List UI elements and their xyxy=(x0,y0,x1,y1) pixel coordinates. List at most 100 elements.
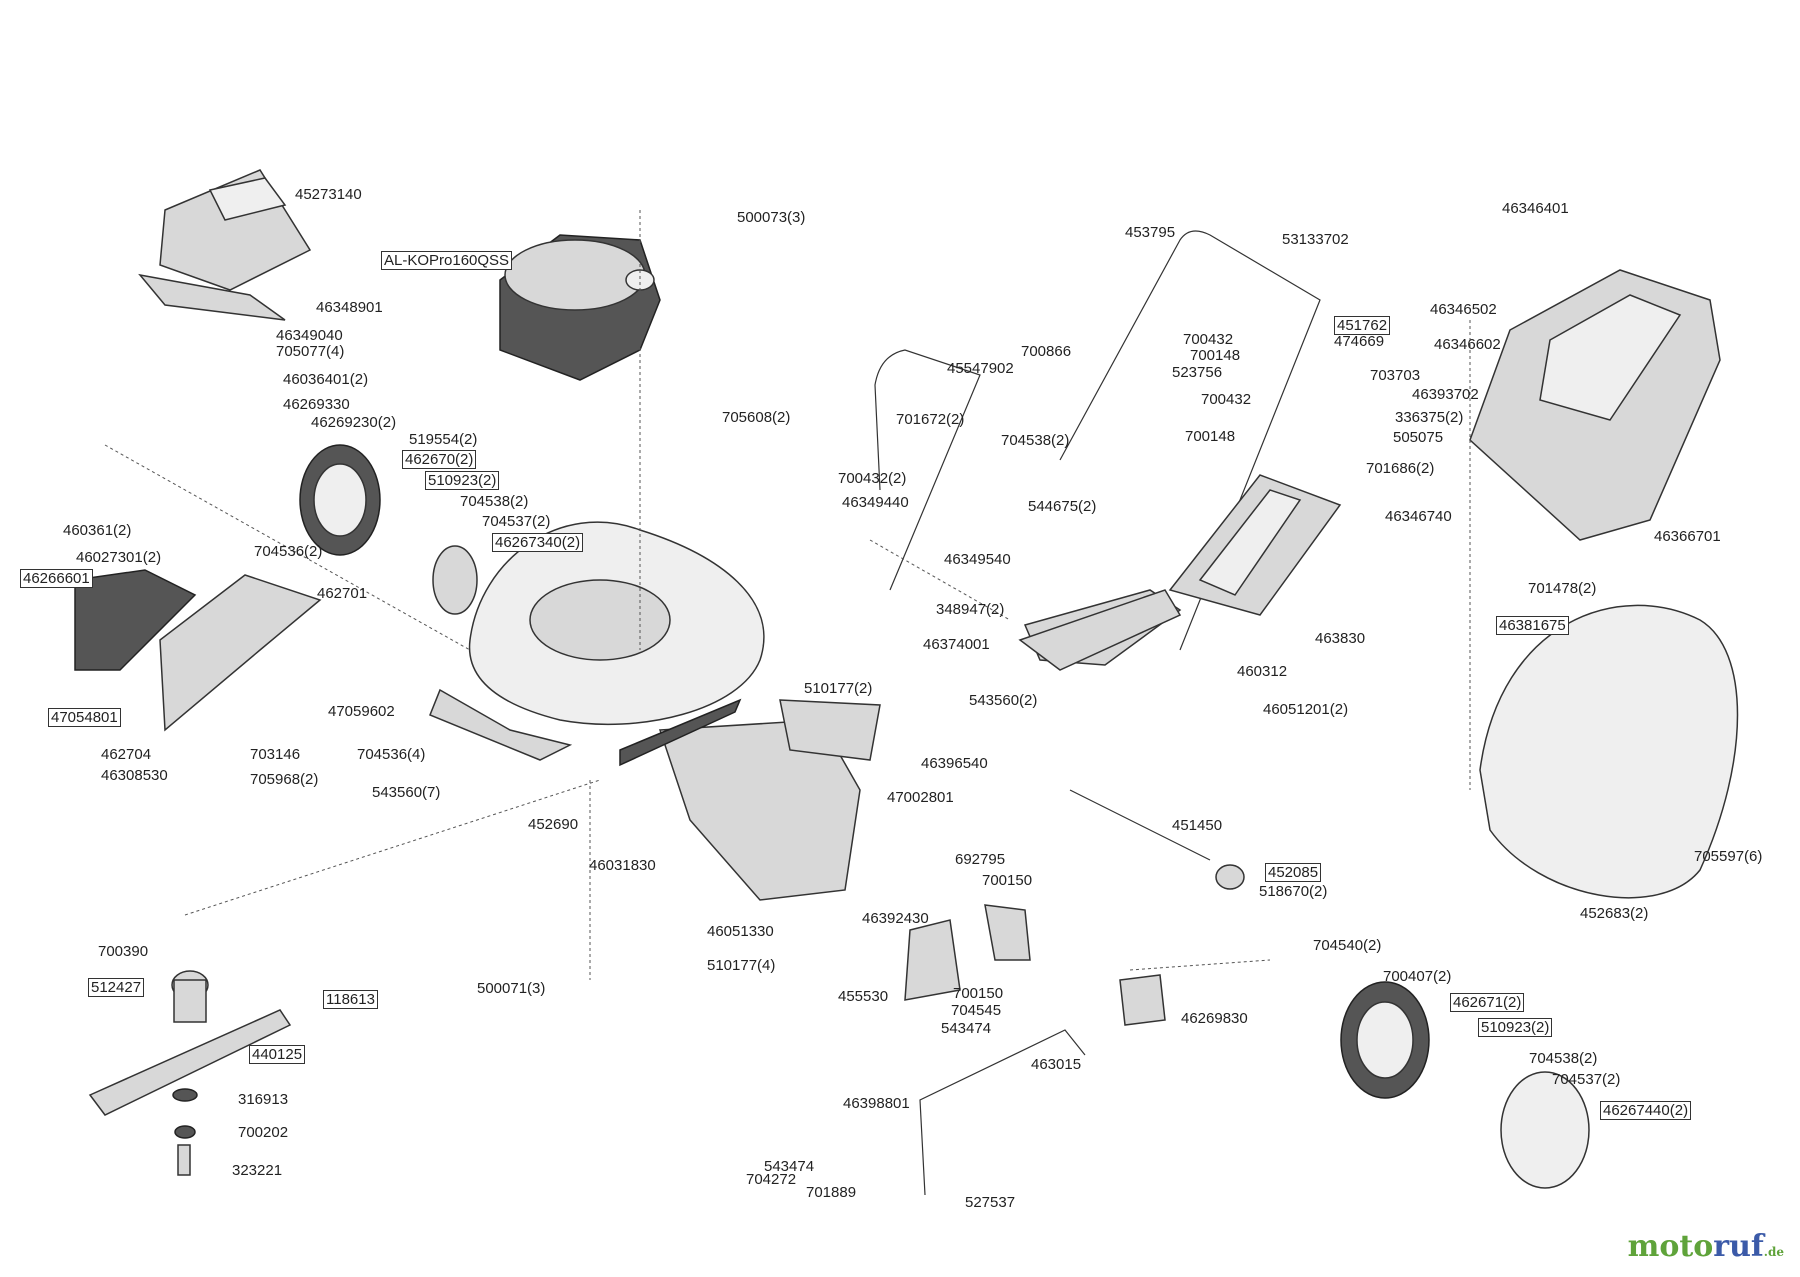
part-label: 46036401(2) xyxy=(283,371,369,388)
part-label: 692795 xyxy=(955,851,1006,868)
part-label: 46393702 xyxy=(1412,386,1479,403)
part-label: 527537 xyxy=(965,1194,1016,1211)
part-label: 47054801 xyxy=(48,708,121,727)
part-label: 703703 xyxy=(1370,367,1421,384)
part-label: 46031830 xyxy=(589,857,656,874)
part-label: 46396540 xyxy=(921,755,988,772)
upper-handle xyxy=(874,230,1321,651)
part-label: 462701 xyxy=(317,585,368,602)
part-label: 701889 xyxy=(806,1184,857,1201)
part-label: 543560(7) xyxy=(372,784,441,801)
part-label: AL-KOPro160QSS xyxy=(381,251,513,270)
part-label: 53133702 xyxy=(1282,231,1349,248)
part-label: 46266601 xyxy=(20,569,93,588)
rear-left-wheel xyxy=(299,444,478,615)
blade-assembly xyxy=(88,970,292,1176)
brand-logo-part-a: moto xyxy=(1627,1229,1714,1264)
part-label: 453795 xyxy=(1125,224,1176,241)
part-label: 46349440 xyxy=(842,494,909,511)
part-label: 700148 xyxy=(1185,428,1236,445)
part-label: 462671(2) xyxy=(1450,993,1525,1012)
grassbox-lid xyxy=(1168,474,1342,616)
part-label: 46346401 xyxy=(1502,200,1569,217)
part-label: 118613 xyxy=(323,990,378,1009)
part-label: 348947(2) xyxy=(936,601,1005,618)
part-label: 512427 xyxy=(88,978,145,997)
part-label: 700866 xyxy=(1021,343,1072,360)
part-label: 701672(2) xyxy=(896,411,965,428)
part-label: 704536(4) xyxy=(357,746,426,763)
part-label: 505075 xyxy=(1393,429,1444,446)
part-label: 510923(2) xyxy=(425,471,500,490)
part-label: 46269230(2) xyxy=(311,414,397,431)
part-label: 46392430 xyxy=(862,910,929,927)
part-label: 46346602 xyxy=(1434,336,1501,353)
engine xyxy=(499,234,661,381)
part-label: 46349040 xyxy=(276,327,343,344)
part-label: 510177(4) xyxy=(707,957,776,974)
part-label: 519554(2) xyxy=(409,431,478,448)
part-label: 705608(2) xyxy=(722,409,791,426)
part-label: 452683(2) xyxy=(1580,905,1649,922)
part-label: 316913 xyxy=(238,1091,289,1108)
part-label: 474669 xyxy=(1334,333,1385,350)
part-label: 323221 xyxy=(232,1162,283,1179)
part-label: 462704 xyxy=(101,746,152,763)
part-label: 523756 xyxy=(1172,364,1223,381)
grassbox xyxy=(1469,269,1739,899)
part-label: 46308530 xyxy=(101,767,168,784)
part-label: 440125 xyxy=(249,1045,306,1064)
part-label: 510923(2) xyxy=(1478,1018,1553,1037)
part-label: 46381675 xyxy=(1496,616,1569,635)
part-label: 703146 xyxy=(250,746,301,763)
part-label: 500073(3) xyxy=(737,209,806,226)
part-label: 701478(2) xyxy=(1528,580,1597,597)
part-label: 704538(2) xyxy=(1529,1050,1598,1067)
part-label: 46027301(2) xyxy=(76,549,162,566)
part-label: 462670(2) xyxy=(402,450,477,469)
part-label: 46267440(2) xyxy=(1600,1101,1692,1120)
part-label: 543560(2) xyxy=(969,692,1038,709)
part-label: 704536(2) xyxy=(254,543,323,560)
part-label: 704537(2) xyxy=(1552,1071,1621,1088)
baffle xyxy=(619,698,881,901)
part-label: 700150 xyxy=(982,872,1033,889)
part-label: 46366701 xyxy=(1654,528,1721,545)
front-right-wheel xyxy=(1340,981,1590,1189)
part-label: 47002801 xyxy=(887,789,954,806)
part-label: 705968(2) xyxy=(250,771,319,788)
part-label: 704272 xyxy=(746,1171,797,1188)
part-label: 46269830 xyxy=(1181,1010,1248,1027)
part-label: 46267340(2) xyxy=(492,533,584,552)
part-label: 700148 xyxy=(1190,347,1241,364)
part-label: 47059602 xyxy=(328,703,395,720)
part-label: 704538(2) xyxy=(460,493,529,510)
part-label: 460312 xyxy=(1237,663,1288,680)
part-label: 463830 xyxy=(1315,630,1366,647)
part-label: 46051201(2) xyxy=(1263,701,1349,718)
part-label: 700407(2) xyxy=(1383,968,1452,985)
part-label: 46398801 xyxy=(843,1095,910,1112)
part-label: 705077(4) xyxy=(276,343,345,360)
part-label: 704537(2) xyxy=(482,513,551,530)
part-label: 46346502 xyxy=(1430,301,1497,318)
part-label: 500071(3) xyxy=(477,980,546,997)
brand-logo-part-c: .de xyxy=(1763,1245,1784,1259)
part-label: 451450 xyxy=(1172,817,1223,834)
part-label: 455530 xyxy=(838,988,889,1005)
part-label: 700390 xyxy=(98,943,149,960)
brand-watermark: motoruf.de xyxy=(1628,1229,1784,1264)
part-label: 45547902 xyxy=(947,360,1014,377)
brand-logo-part-b: ruf xyxy=(1713,1229,1764,1264)
part-label: 46374001 xyxy=(923,636,990,653)
part-label: 46349540 xyxy=(944,551,1011,568)
part-label: 704545 xyxy=(951,1002,1002,1019)
part-label: 705597(6) xyxy=(1694,848,1763,865)
part-label: 700432(2) xyxy=(838,470,907,487)
part-label: 700202 xyxy=(238,1124,289,1141)
part-label: 700150 xyxy=(953,985,1004,1002)
part-label: 518670(2) xyxy=(1259,883,1328,900)
part-label: 45273140 xyxy=(295,186,362,203)
